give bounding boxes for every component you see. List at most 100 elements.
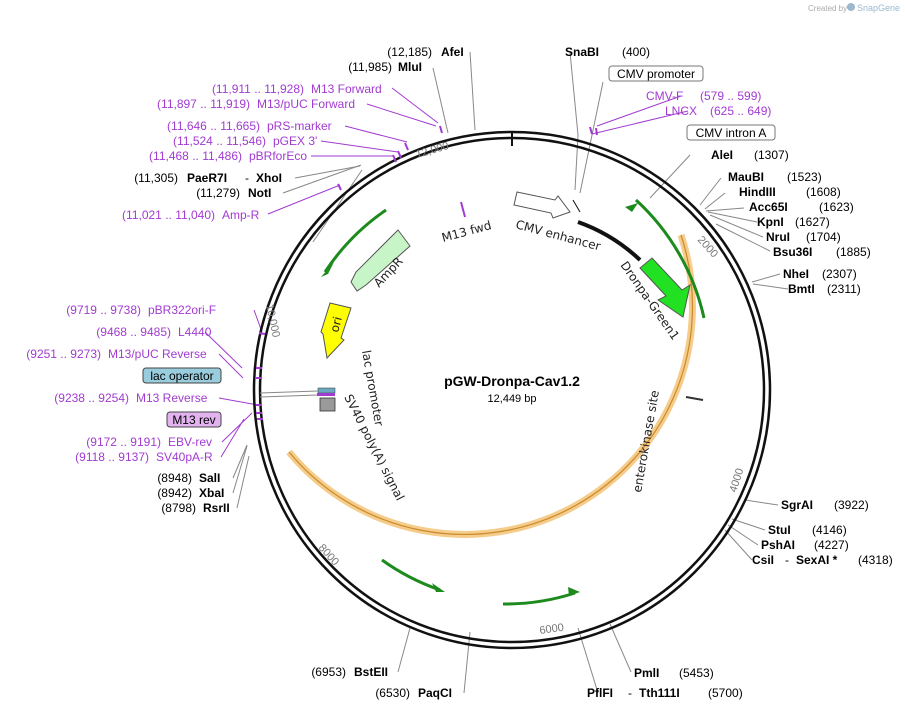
nrui-name: NruI (766, 230, 790, 244)
hindiii-pos: (1608) (806, 185, 841, 199)
bsteii-name: BstEII (354, 665, 388, 679)
pflfi-name: PflFI (587, 686, 613, 700)
pgex-name: pGEX 3' (273, 134, 317, 148)
acc65i-name: Acc65I (749, 200, 788, 214)
tick-6000: 6000 (539, 622, 565, 637)
afei-name: AfeI (441, 45, 464, 59)
l4440-range: (9468 .. 9485) (96, 325, 171, 339)
rsrii-pos: (8798) (161, 501, 196, 515)
m13pucrev-name: M13/pUC Reverse (108, 347, 207, 361)
paqci-pos: (6530) (375, 686, 410, 700)
cmv-marker (572, 199, 581, 213)
noti-name: NotI (248, 186, 271, 200)
primer-ticks (256, 125, 598, 420)
pbr322-name: pBR322ori-F (148, 303, 216, 317)
plasmid-name: pGW-Dronpa-Cav1.2 (444, 373, 580, 389)
backbone-inner (258, 136, 766, 644)
maubi-name: MauBI (728, 170, 764, 184)
prs-name: pRS-marker (267, 119, 332, 133)
lac-operator-label: lac operator (150, 369, 213, 383)
m13fwd-range: (11,911 .. 11,928) (212, 82, 304, 96)
m13rev-box-label: M13 rev (172, 413, 215, 427)
cmv-promoter-box (608, 65, 704, 82)
ampr-name: Amp-R (222, 208, 260, 222)
bmti-pos: (2311) (827, 282, 861, 296)
bsu36i-name: Bsu36I (773, 245, 812, 259)
pflfi-pos: (5700) (708, 686, 743, 700)
sgrai-name: SgrAI (781, 498, 813, 512)
sv40pa-range: (9118 .. 9137) (75, 450, 149, 464)
sgrai-pos: (3922) (834, 498, 869, 512)
ampr-feature (350, 229, 411, 292)
orf-line (288, 234, 694, 536)
m13pucrev-range: (9251 .. 9273) (26, 347, 101, 361)
pbrfor-range: (11,468 .. 11,486) (149, 149, 242, 163)
ori-feature (320, 302, 352, 360)
m13puc-range: (11,897 .. 11,919) (157, 97, 250, 111)
sali-name: SalI (199, 471, 220, 485)
paer7i-pos: (11,305) (134, 171, 178, 185)
bsu36i-pos: (1885) (836, 245, 871, 259)
lncx-range: (625 .. 649) (710, 104, 771, 118)
stui-pos: (4146) (812, 523, 847, 537)
nhei-pos: (2307) (822, 267, 857, 281)
m13rev-name: M13 Reverse (136, 391, 208, 405)
nhei-name: NheI (783, 267, 809, 281)
m13rev-range: (9238 .. 9254) (54, 391, 129, 405)
m13rev-box (166, 411, 222, 428)
nrui-pos: (1704) (806, 230, 841, 244)
pgex-range: (11,524 .. 11,546) (173, 134, 266, 148)
csii-sep: - (785, 553, 789, 567)
tth111i-name: Tth111I (639, 686, 680, 700)
cmv-enhancer-feature (513, 191, 571, 219)
stui-name: StuI (768, 523, 791, 537)
alei-pos: (1307) (754, 148, 789, 162)
snabi-pos: (400) (622, 45, 650, 59)
lac-leader (259, 390, 319, 394)
csii-name: CsiI (752, 553, 774, 567)
xbai-pos: (8942) (157, 486, 192, 500)
sv40-feature (319, 397, 336, 412)
lncx-name: LNCX (665, 104, 697, 118)
maubi-pos: (1523) (787, 170, 822, 184)
primer-leaders (204, 87, 689, 458)
label-m13fwd: M13 fwd (440, 218, 493, 245)
noti-pos: (11,279) (196, 186, 240, 200)
csii-pos: (4318) (858, 553, 893, 567)
rsrii-name: RsrII (203, 501, 230, 515)
sexai-name: SexAI * (796, 553, 838, 567)
label-cmv-enhancer: CMV enhancer (514, 217, 602, 253)
lac-leader-2 (259, 394, 319, 398)
enterokinase-feature (685, 396, 704, 401)
cmv-intron-box (686, 124, 776, 141)
lac-operator-feature (317, 387, 336, 394)
label-ori: ori (327, 315, 345, 334)
pbrfor-name: pBRforEco (249, 149, 307, 163)
cmv-promoter-label: CMV promoter (617, 67, 695, 81)
xhoi-name: XhoI (256, 171, 282, 185)
tick-12000: 12,000 (415, 140, 451, 161)
watermark-prefix: Created by (808, 4, 847, 13)
l4440-name: L4440 (178, 325, 212, 339)
hindiii-name: HindIII (739, 185, 776, 199)
ampr-range: (11,021 .. 11,040) (122, 208, 215, 222)
pshai-pos: (4227) (814, 538, 849, 552)
alei-name: AleI (711, 148, 733, 162)
xbai-name: XbaI (199, 486, 224, 500)
primer-stack (317, 393, 335, 396)
sv40pa-name: SV40pA-R (156, 450, 213, 464)
kpni-pos: (1627) (795, 215, 830, 229)
plasmid-length: 12,449 bp (488, 393, 537, 405)
dronpa-feature (639, 257, 691, 318)
m13fwd-name: M13 Forward (311, 82, 382, 96)
watermark-brand: SnapGene (857, 3, 900, 13)
bmti-name: BmtI (788, 282, 815, 296)
snapgene-logo-icon (847, 3, 855, 11)
pmli-pos: (5453) (679, 666, 714, 680)
label-enterokinase: enterokinase site (630, 389, 662, 493)
prs-range: (11,646 .. 11,665) (167, 119, 260, 133)
m13puc-name: M13/pUC Forward (257, 97, 355, 111)
mlui-name: MluI (398, 60, 422, 74)
arrow-heads (321, 203, 638, 596)
